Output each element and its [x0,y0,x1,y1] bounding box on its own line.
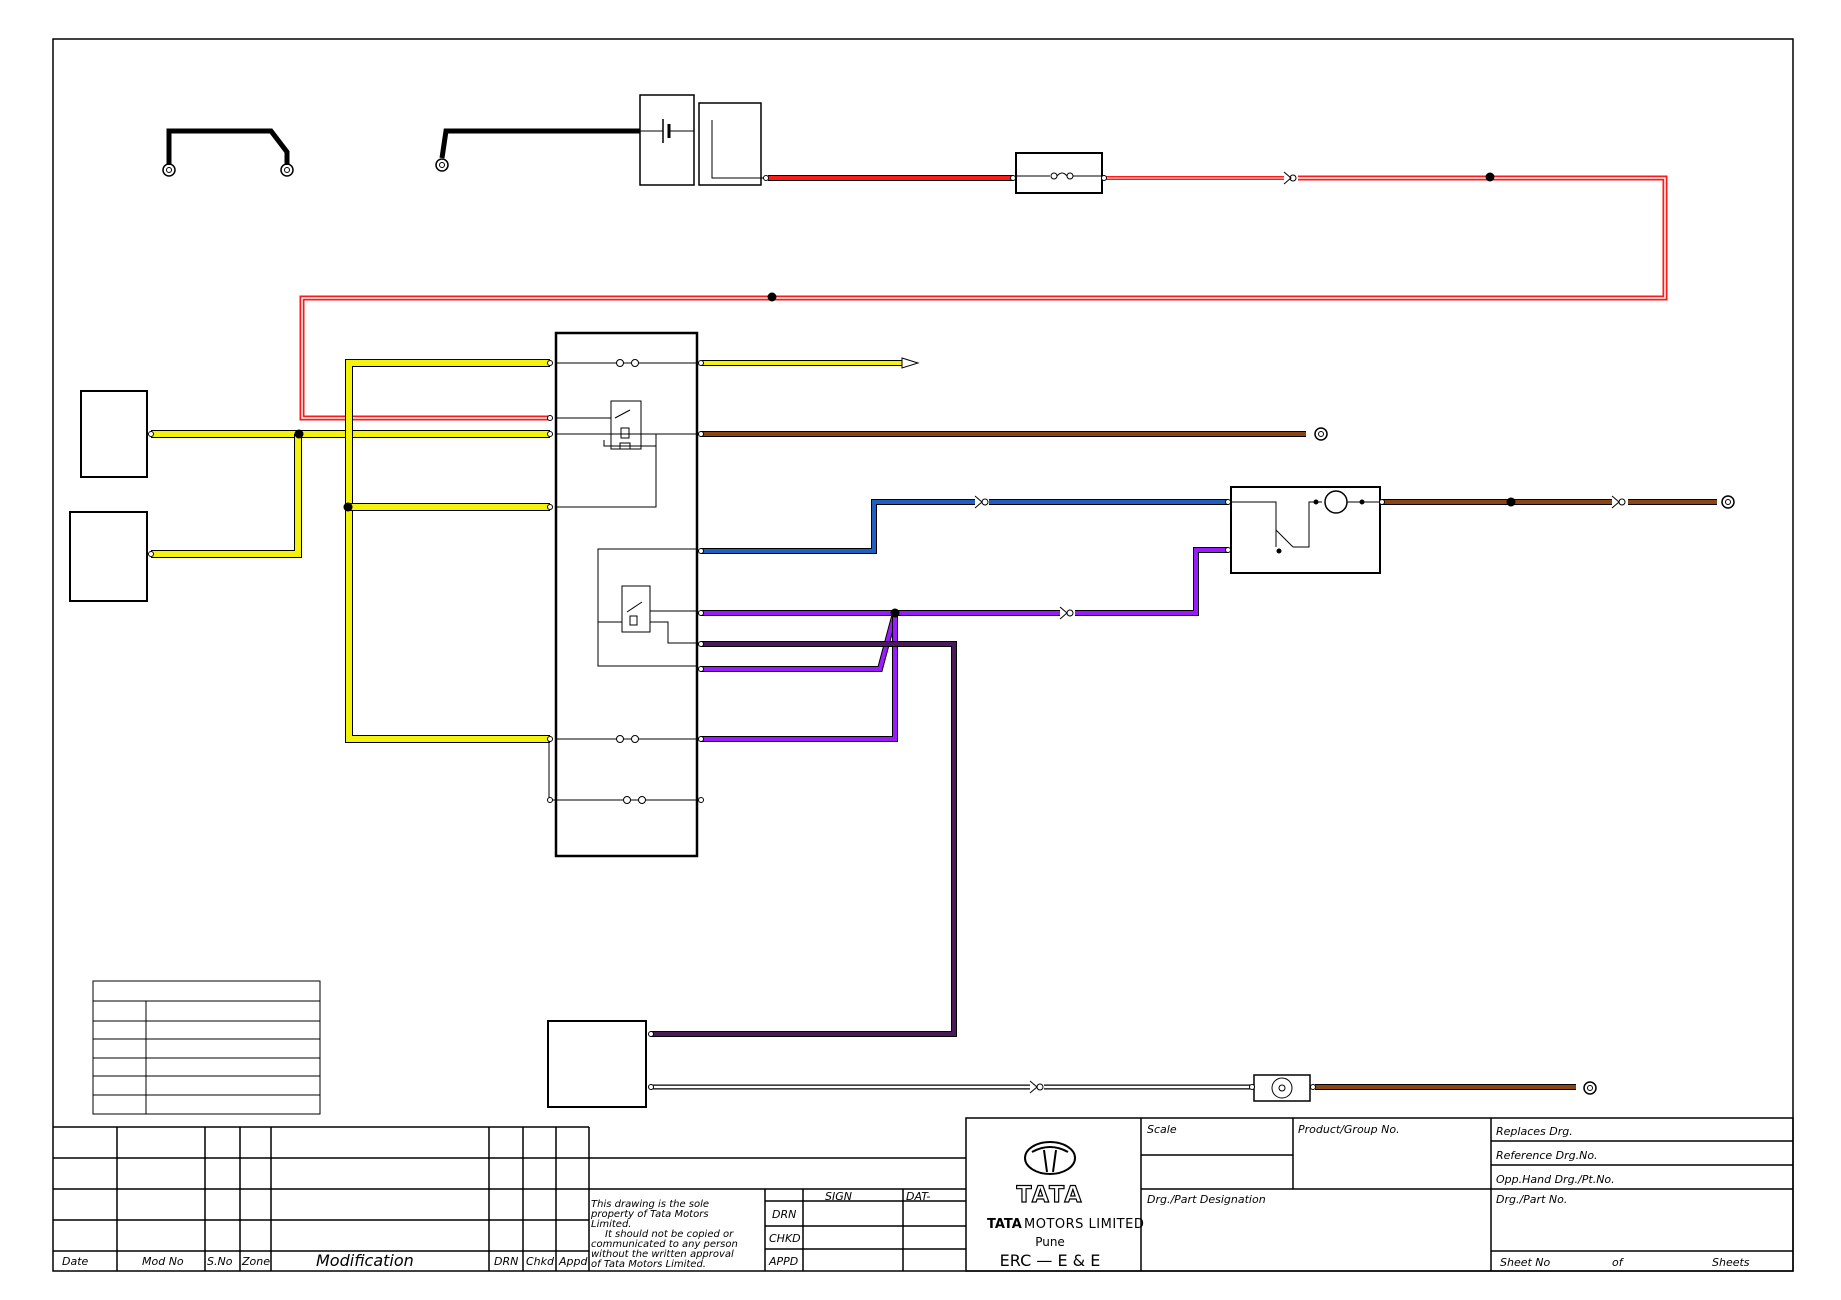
role-drn: DRN [772,1208,796,1221]
role-chkd: CHKD [769,1232,801,1245]
company-city: Pune [1035,1235,1065,1249]
of-label: of [1612,1256,1625,1269]
company-name: MOTORS LIMITED [1024,1217,1144,1232]
tata-logo-icon [1024,1141,1076,1175]
rev-header-modification: Modification [316,1251,414,1270]
horn-symbol [1253,1074,1311,1102]
junction-dot [890,608,900,618]
company-logo-wordmark: TATA [1017,1183,1084,1208]
product-group-label: Product/Group No. [1298,1123,1400,1136]
notice-line: communicated to any person [591,1239,738,1250]
notice-line: Limited. [591,1219,631,1230]
notice-line: property of Tata Motors [590,1209,709,1220]
rev-header-date: Date [62,1255,89,1268]
blank-legend-table [92,980,321,1115]
rev-header-drn: DRN [494,1255,518,1268]
sign-header: SIGN [825,1190,852,1203]
junction-dot [1506,497,1516,507]
wire-yellow [151,359,902,743]
rev-header-appd: Appd [558,1255,588,1268]
title-block-right [965,1117,1794,1272]
inline-connector [1059,606,1074,620]
wire-brown [701,431,1717,1090]
department-name: ERC — E & E [1000,1251,1101,1270]
drawing-border [52,38,1794,1272]
wire-red-loop [299,175,1668,421]
replaces-label: Replaces Drg. [1496,1125,1573,1138]
inline-connector [1283,171,1297,185]
rev-header-chkd: Chkd [526,1255,555,1268]
main-fuse [1015,152,1103,194]
scale-label: Scale [1147,1123,1177,1136]
opp-hand-label: Opp.Hand Drg./Pt.No. [1496,1173,1615,1186]
wire-blue [701,499,1228,554]
company-logo-small: TATA [987,1217,1022,1232]
wire-violet [701,547,1228,742]
revision-table [53,1126,966,1271]
component-box-a [80,390,148,478]
junction-dot [767,292,777,302]
notice-line: of Tata Motors Limited. [591,1259,706,1270]
wire-dark-violet [651,641,957,1037]
earth-strap-1 [162,128,294,177]
inline-connector [1029,1080,1044,1094]
sheets-label: Sheets [1712,1256,1750,1269]
notice-line: This drawing is the sole [591,1199,709,1210]
reference-label: Reference Drg.No. [1496,1149,1598,1162]
earth-terminal [1314,427,1735,1095]
junction-dot [1485,172,1495,182]
junction-dot [343,502,353,512]
component-box-c [547,1020,647,1108]
central-fuse-relay-box [548,331,699,858]
copyright-notice: This drawing is the sole property of Tat… [590,1199,738,1270]
role-appd: APPD [768,1255,798,1268]
rev-header-mod-no: Mod No [142,1255,184,1268]
part-no-label: Drg./Part No. [1496,1193,1567,1206]
earth-strap-2 [435,128,640,172]
terminal-points [148,175,1385,1090]
junction-dot [294,429,304,439]
motor-switch-unit [1230,486,1381,574]
sheet-no-label: Sheet No [1500,1256,1551,1269]
designation-label: Drg./Part Designation [1147,1193,1266,1206]
date-header: DAT- [906,1190,930,1203]
notice-line: without the written approval [591,1249,734,1260]
arrow-terminal [901,357,920,369]
inline-connector [1611,495,1626,509]
battery-symbol [639,94,766,186]
rev-header-zone: Zone [241,1255,270,1268]
notice-line: It should not be copied or [605,1229,734,1240]
component-box-b [69,511,148,602]
rev-header-s-no: S.No [207,1255,233,1268]
revision-headers: Date Mod No S.No Zone Modification DRN C… [62,1251,588,1270]
inline-connector [974,495,989,509]
